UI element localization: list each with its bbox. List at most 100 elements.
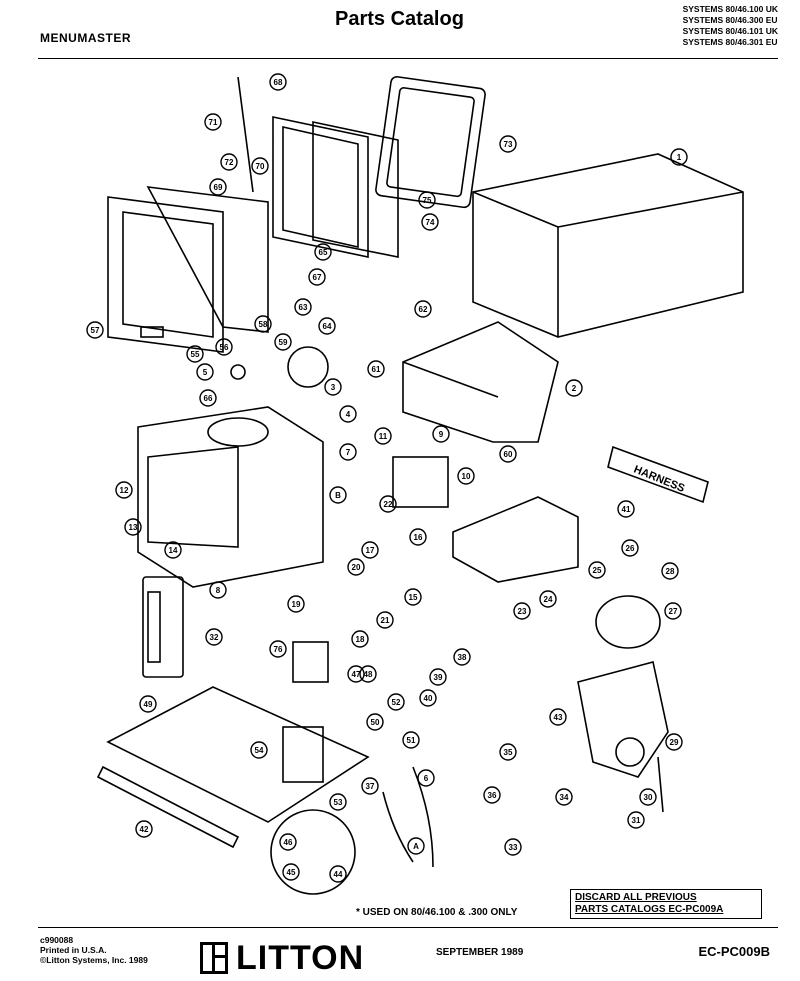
discard-line: DISCARD ALL PREVIOUS bbox=[575, 892, 697, 903]
callout-marker: 65 bbox=[314, 243, 332, 261]
callout-marker: 30 bbox=[639, 788, 657, 806]
callout-marker: 37 bbox=[361, 777, 379, 795]
litton-logo-icon bbox=[200, 942, 228, 974]
power-cord bbox=[412, 766, 434, 868]
svg-text:20: 20 bbox=[352, 563, 361, 572]
callout-marker: 38 bbox=[453, 648, 471, 666]
print-line: Printed in U.S.A. bbox=[40, 945, 107, 955]
svg-text:75: 75 bbox=[423, 196, 432, 205]
callout-marker: 20 bbox=[347, 558, 365, 576]
callout-marker: 71 bbox=[204, 113, 222, 131]
svg-text:66: 66 bbox=[204, 394, 213, 403]
callout-marker: 59 bbox=[274, 333, 292, 351]
svg-text:17: 17 bbox=[366, 546, 375, 555]
svg-text:73: 73 bbox=[504, 140, 513, 149]
door-frame-outer bbox=[312, 121, 399, 258]
svg-text:74: 74 bbox=[426, 218, 435, 227]
svg-text:39: 39 bbox=[434, 673, 443, 682]
svg-text:10: 10 bbox=[462, 472, 471, 481]
print-line: c990088 bbox=[40, 935, 74, 945]
systems-line: SYSTEMS 80/46.301 EU bbox=[682, 37, 778, 47]
systems-line: SYSTEMS 80/46.100 UK bbox=[682, 4, 778, 14]
svg-text:7: 7 bbox=[346, 448, 351, 457]
mounting-bracket bbox=[577, 661, 669, 778]
callout-marker: 14 bbox=[164, 541, 182, 559]
svg-text:21: 21 bbox=[381, 616, 390, 625]
svg-text:34: 34 bbox=[560, 793, 569, 802]
door-rod bbox=[237, 76, 254, 193]
base-plate bbox=[106, 686, 370, 823]
callout-marker: 63 bbox=[294, 298, 312, 316]
callout-marker: 50 bbox=[366, 713, 384, 731]
callout-marker: 60 bbox=[499, 445, 517, 463]
svg-text:72: 72 bbox=[225, 158, 234, 167]
svg-text:76: 76 bbox=[274, 645, 283, 654]
svg-text:57: 57 bbox=[91, 326, 100, 335]
systems-line: SYSTEMS 80/46.101 UK bbox=[682, 26, 778, 36]
door-frame-inner bbox=[272, 116, 369, 258]
callout-marker: 24 bbox=[539, 590, 557, 608]
callout-marker: 73 bbox=[499, 135, 517, 153]
svg-text:71: 71 bbox=[209, 118, 218, 127]
page-title: Parts Catalog bbox=[335, 8, 464, 30]
callout-marker: B bbox=[329, 486, 347, 504]
svg-text:63: 63 bbox=[299, 303, 308, 312]
callout-marker: 18 bbox=[351, 630, 369, 648]
svg-text:23: 23 bbox=[518, 607, 527, 616]
callout-marker: 74 bbox=[421, 213, 439, 231]
svg-text:29: 29 bbox=[670, 738, 679, 747]
callout-marker: 16 bbox=[409, 528, 427, 546]
svg-text:32: 32 bbox=[210, 633, 219, 642]
callout-marker: 19 bbox=[287, 595, 305, 613]
callout-marker: 4 bbox=[339, 405, 357, 423]
stirrer-fan bbox=[287, 346, 329, 388]
svg-text:31: 31 bbox=[632, 816, 641, 825]
svg-text:33: 33 bbox=[509, 843, 518, 852]
systems-list: SYSTEMS 80/46.100 UK SYSTEMS 80/46.300 E… bbox=[683, 4, 778, 48]
svg-text:62: 62 bbox=[419, 305, 428, 314]
callout-marker: 66 bbox=[199, 389, 217, 407]
svg-text:14: 14 bbox=[169, 546, 178, 555]
svg-text:22: 22 bbox=[384, 500, 393, 509]
svg-text:B: B bbox=[335, 491, 341, 500]
svg-text:26: 26 bbox=[626, 544, 635, 553]
callout-marker: 70 bbox=[251, 157, 269, 175]
callout-marker: 68 bbox=[269, 73, 287, 91]
svg-text:64: 64 bbox=[323, 322, 332, 331]
svg-text:60: 60 bbox=[504, 450, 513, 459]
svg-text:53: 53 bbox=[334, 798, 343, 807]
callout-marker: 58 bbox=[254, 315, 272, 333]
svg-text:67: 67 bbox=[313, 273, 322, 282]
callout-marker: 51 bbox=[402, 731, 420, 749]
callout-marker: 52 bbox=[387, 693, 405, 711]
brand-name: MENUMASTER bbox=[40, 31, 131, 45]
callout-marker: 28 bbox=[661, 562, 679, 580]
svg-text:42: 42 bbox=[140, 825, 149, 834]
svg-text:43: 43 bbox=[554, 713, 563, 722]
svg-text:13: 13 bbox=[129, 523, 138, 532]
catalog-code: EC-PC009B bbox=[698, 944, 770, 959]
callout-marker: 67 bbox=[308, 268, 326, 286]
callout-marker: 9 bbox=[432, 425, 450, 443]
svg-text:37: 37 bbox=[366, 782, 375, 791]
callout-marker: 31 bbox=[627, 811, 645, 829]
callout-marker: 12 bbox=[115, 481, 133, 499]
callout-marker: 10 bbox=[457, 467, 475, 485]
usage-footnote: * USED ON 80/46.100 & .300 ONLY bbox=[356, 907, 518, 918]
svg-text:16: 16 bbox=[414, 533, 423, 542]
svg-text:58: 58 bbox=[259, 320, 268, 329]
svg-text:12: 12 bbox=[120, 486, 129, 495]
callout-marker: 3 bbox=[324, 378, 342, 396]
handle-bar bbox=[140, 326, 164, 338]
svg-text:41: 41 bbox=[622, 505, 631, 514]
callout-marker: 69 bbox=[209, 178, 227, 196]
svg-text:35: 35 bbox=[504, 748, 513, 757]
callout-marker: 62 bbox=[414, 300, 432, 318]
callout-marker: 61 bbox=[367, 360, 385, 378]
callout-marker: 46 bbox=[279, 833, 297, 851]
systems-line: SYSTEMS 80/46.300 EU bbox=[682, 15, 778, 25]
trim-strip bbox=[96, 765, 240, 849]
svg-text:65: 65 bbox=[319, 248, 328, 257]
fan-motor bbox=[595, 595, 661, 649]
transformer bbox=[282, 726, 324, 783]
